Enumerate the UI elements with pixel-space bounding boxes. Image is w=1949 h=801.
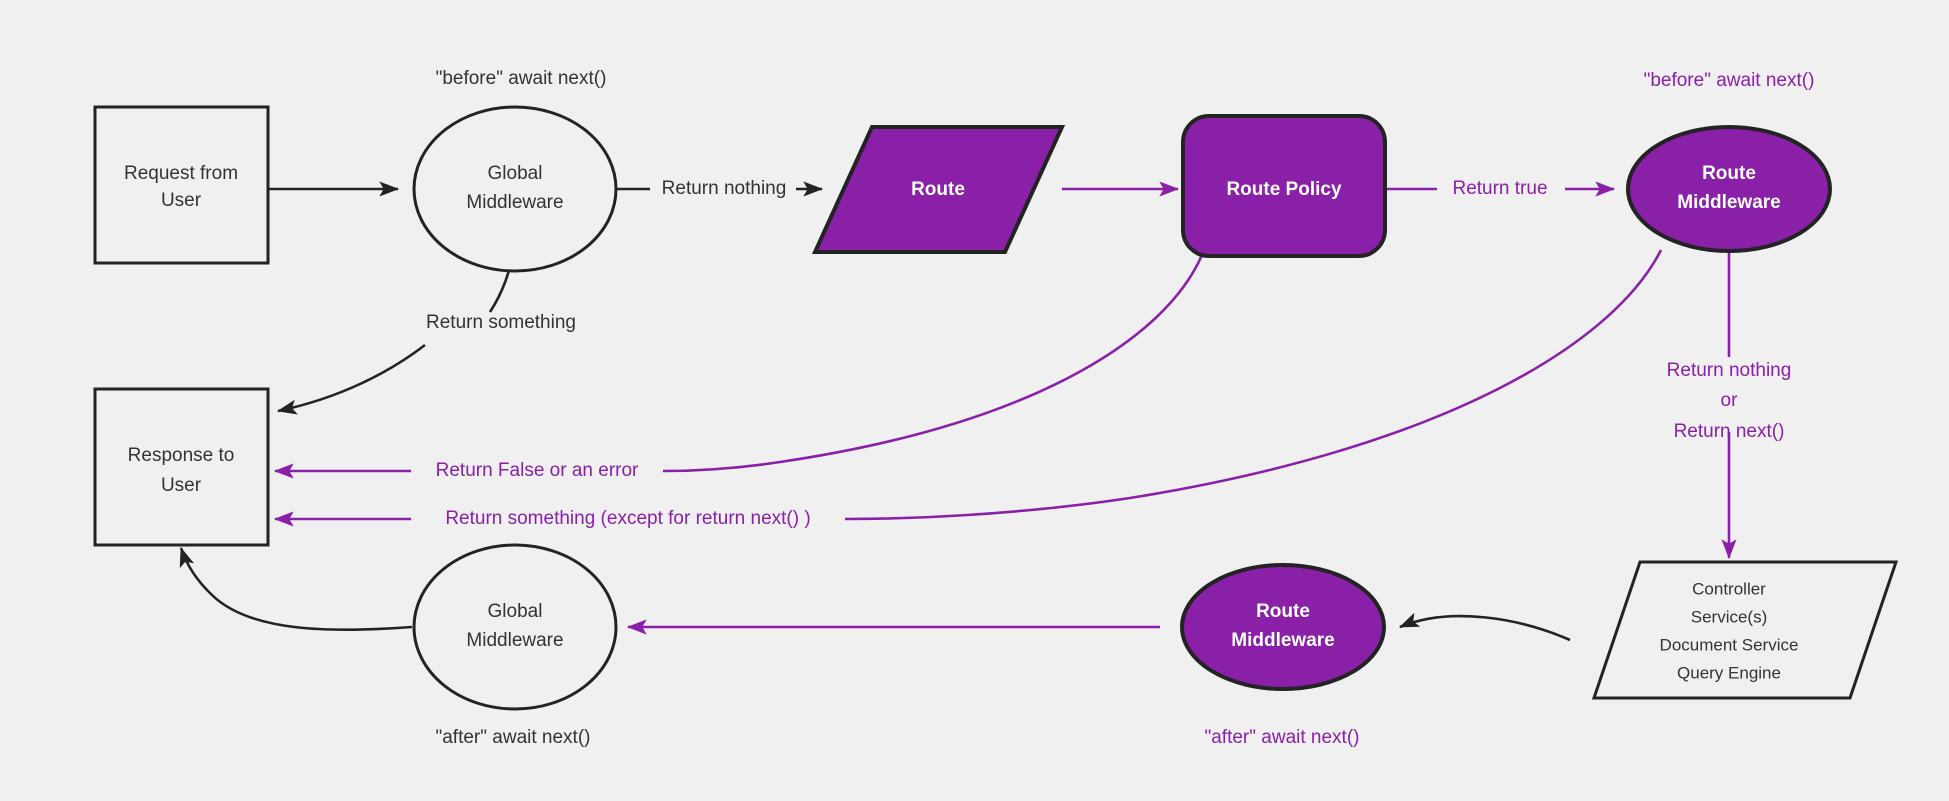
edge-controller-to-route-middleware-bottom xyxy=(1399,612,1571,642)
request-from-user-label-line2: User xyxy=(161,190,202,211)
node-route-policy[interactable]: Route Policy xyxy=(1181,114,1387,258)
node-controller-services[interactable]: Controller Service(s) Document Service Q… xyxy=(1591,560,1899,700)
edge-label-return-nothing-or-next-line1: Return nothing xyxy=(1667,360,1792,381)
route-middleware-bottom-label-line1: Route xyxy=(1256,601,1310,622)
node-route-middleware-top[interactable]: Route Middleware xyxy=(1626,125,1832,253)
edge-global-return-something-lower xyxy=(276,343,426,415)
annotation-after-await-next-route: "after" await next() xyxy=(1205,727,1360,748)
global-middleware-top-label-line1: Global xyxy=(488,163,543,184)
route-middleware-top-ellipse xyxy=(1626,125,1832,253)
node-global-middleware-top[interactable]: Global Middleware xyxy=(412,105,618,273)
route-middleware-top-label-line1: Route xyxy=(1702,163,1756,184)
node-route[interactable]: Route xyxy=(811,125,1066,254)
global-middleware-bottom-ellipse xyxy=(412,543,618,711)
route-middleware-bottom-ellipse xyxy=(1180,563,1386,691)
route-label: Route xyxy=(911,179,965,200)
global-middleware-top-label-line2: Middleware xyxy=(466,192,563,213)
edge-label-return-something-except: Return something (except for return next… xyxy=(445,508,810,529)
response-to-user-box xyxy=(93,387,270,547)
edge-policy-return-false-curve xyxy=(662,254,1204,473)
route-parallelogram xyxy=(811,125,1066,254)
edge-label-return-true: Return true xyxy=(1452,178,1547,199)
edge-label-return-nothing-or-next-line2: or xyxy=(1721,390,1739,411)
global-middleware-bottom-label-line2: Middleware xyxy=(466,630,563,651)
edge-label-return-nothing-or-next-line3: Return next() xyxy=(1674,421,1785,442)
annotation-after-await-next-global: "after" await next() xyxy=(436,727,591,748)
controller-services-parallelogram xyxy=(1591,560,1899,700)
edge-label-return-false-or-error: Return False or an error xyxy=(436,460,639,481)
global-middleware-bottom-label-line1: Global xyxy=(488,601,543,622)
node-request-from-user[interactable]: Request from User xyxy=(93,105,270,265)
route-middleware-top-label-line2: Middleware xyxy=(1677,192,1780,213)
controller-services-label-line4: Query Engine xyxy=(1677,663,1781,682)
controller-services-label-line1: Controller xyxy=(1692,579,1766,598)
annotation-before-await-next-route: "before" await next() xyxy=(1644,70,1815,91)
request-from-user-box xyxy=(93,105,270,265)
route-policy-box xyxy=(1181,114,1387,258)
route-middleware-bottom-label-line2: Middleware xyxy=(1231,630,1334,651)
request-from-user-label-line1: Request from xyxy=(124,163,238,184)
response-to-user-label-line1: Response to xyxy=(128,445,235,466)
edge-rmw-return-something-curve xyxy=(844,249,1663,521)
controller-services-label-line3: Document Service xyxy=(1660,635,1799,654)
node-route-middleware-bottom[interactable]: Route Middleware xyxy=(1180,563,1386,691)
response-to-user-label-line2: User xyxy=(161,475,202,496)
controller-services-label-line2: Service(s) xyxy=(1691,607,1768,626)
edge-label-return-something: Return something xyxy=(426,312,576,333)
edge-label-return-nothing: Return nothing xyxy=(662,178,787,199)
node-global-middleware-bottom[interactable]: Global Middleware xyxy=(412,543,618,711)
edge-global-bottom-to-response xyxy=(179,547,413,632)
route-policy-label: Route Policy xyxy=(1226,179,1342,200)
global-middleware-top-ellipse xyxy=(412,105,618,273)
node-response-to-user[interactable]: Response to User xyxy=(93,387,270,547)
annotation-before-await-next-global: "before" await next() xyxy=(436,68,607,89)
